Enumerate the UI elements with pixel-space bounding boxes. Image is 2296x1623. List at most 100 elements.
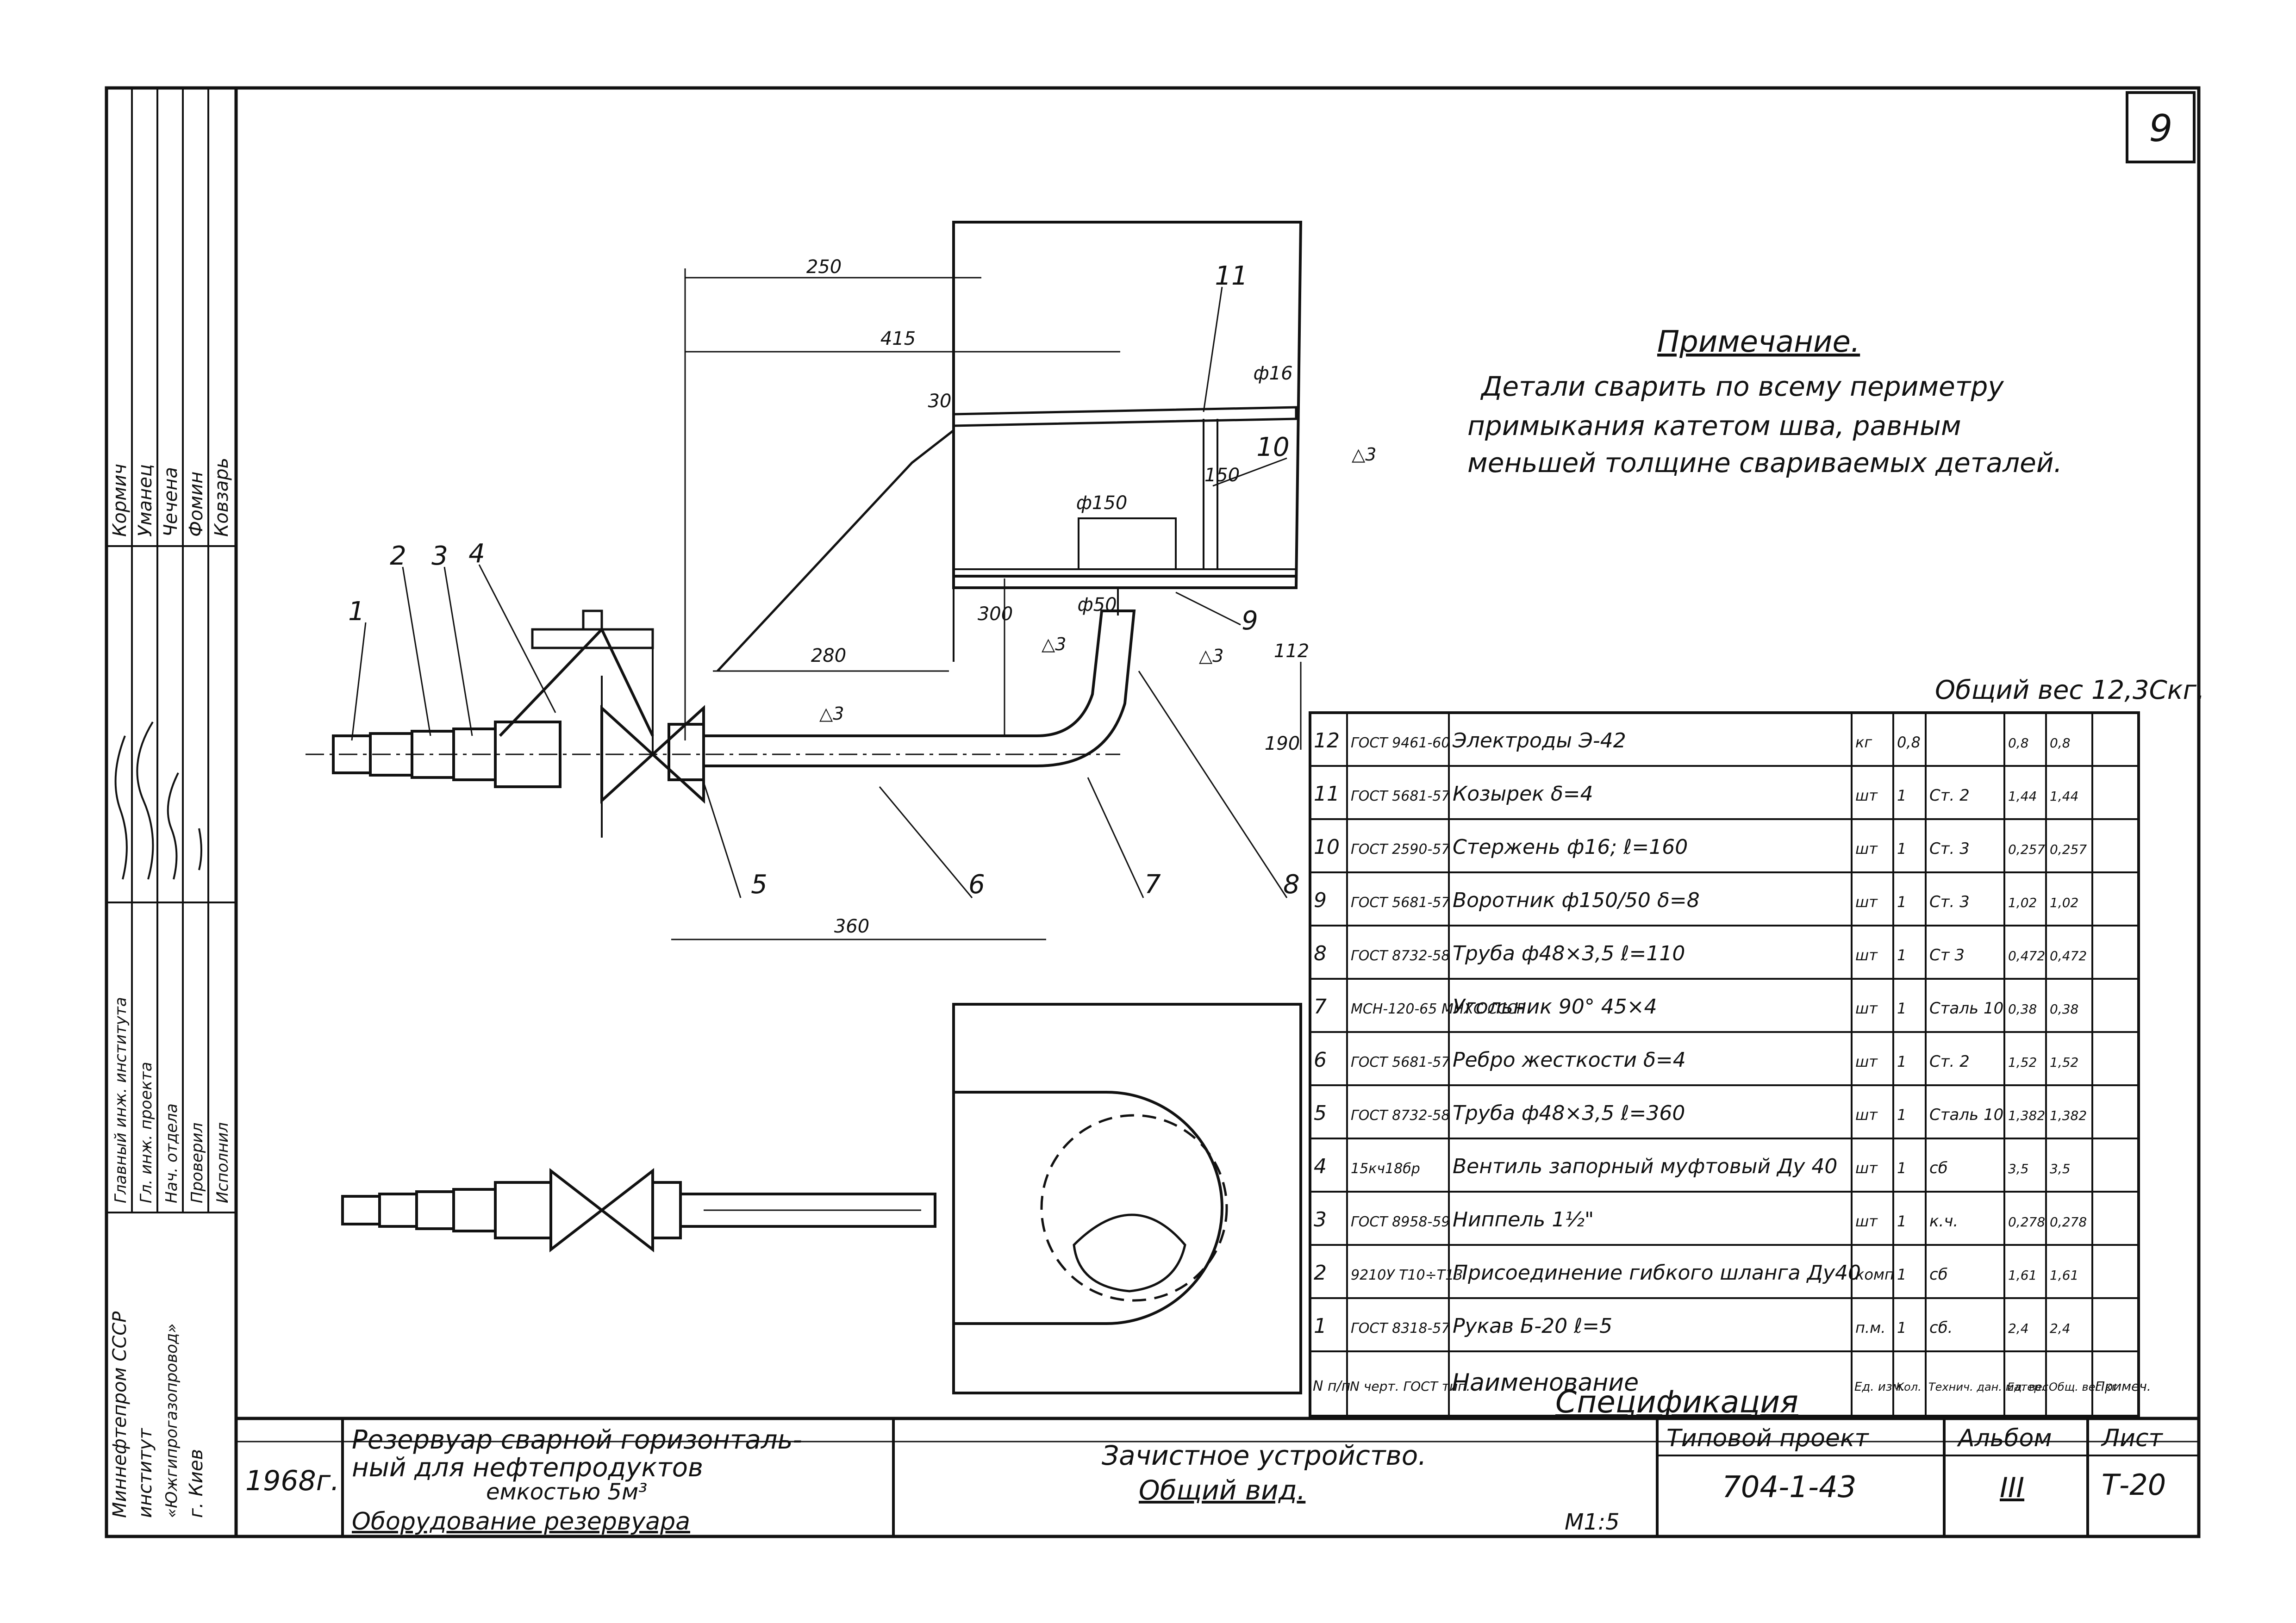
- spec-header-unit: Ед. изм.: [1854, 1380, 1905, 1394]
- spec-cell-name: Электроды Э-42: [1452, 729, 1626, 752]
- spec-cell-qty: 1: [1897, 1266, 1906, 1283]
- spec-cell-n: 10: [1314, 835, 1340, 859]
- handwheel: [531, 609, 654, 649]
- spec-header-material: Технич. дан. матер.: [1928, 1380, 2045, 1393]
- dimension-label: ф16: [1253, 363, 1292, 384]
- spec-cell-n: 9: [1314, 889, 1327, 912]
- spec-cell-material: Сталь 10: [1929, 1106, 2003, 1124]
- title-object: емкостью 5м³: [486, 1479, 647, 1505]
- spec-cell-name: Стержень ф16; ℓ=160: [1453, 835, 1688, 859]
- spec-cell-n: 3: [1314, 1208, 1327, 1231]
- spec-cell-n: 5: [1314, 1101, 1327, 1125]
- callout-number: 10: [1256, 432, 1289, 462]
- main-pipe: [704, 609, 1136, 767]
- note: Примечание. Детали сварить по всему пери…: [1467, 325, 2062, 479]
- spec-cell-unit: шт: [1855, 1106, 1878, 1124]
- stamp-name: Фомин: [186, 472, 207, 537]
- stamp-org-line: г. Киев: [186, 1449, 207, 1518]
- callout-number: 4: [468, 539, 485, 569]
- spec-cell-material: Ст. 2: [1929, 786, 1970, 805]
- spec-cell-qty: 1: [1897, 1159, 1906, 1177]
- note-line: меньшей толщине свариваемых деталей.: [1467, 447, 2062, 479]
- spec-cell-total-weight: 0,8: [2050, 735, 2071, 751]
- spec-header-note: Примеч.: [2095, 1379, 2151, 1394]
- project-label: Типовой проект: [1666, 1424, 1869, 1452]
- project-number: 704-1-43: [1722, 1470, 1857, 1505]
- spec-cell-total-weight: 1,02: [2050, 895, 2078, 910]
- dimension-label: 190: [1265, 733, 1300, 754]
- spec-cell-unit-weight: 1,44: [2008, 789, 2037, 804]
- callout-number: 1: [348, 597, 365, 627]
- spec-cell-total-weight: 1,382: [2050, 1108, 2087, 1123]
- spec-cell-material: Ст. 3: [1929, 893, 1970, 911]
- plan-valve: [549, 1168, 654, 1253]
- front-view: 250 415 280 300 360 190 150 112 30 ф16 ф…: [306, 221, 1376, 940]
- spec-cell-total-weight: 0,38: [2050, 1001, 2078, 1017]
- page-number: 9: [2149, 107, 2173, 150]
- spec-cell-n: 8: [1314, 942, 1327, 965]
- spec-cell-gost: 9210У Т10÷Т13: [1351, 1267, 1463, 1283]
- spec-cell-qty: 1: [1897, 787, 1906, 804]
- callout-number: 3: [431, 541, 448, 571]
- stamp-role: Нач. отдела: [162, 1103, 181, 1203]
- spec-cell-unit-weight: 1,382: [2008, 1108, 2045, 1123]
- spec-cell-n: 1: [1314, 1314, 1327, 1338]
- spec-cell-unit: шт: [1855, 1000, 1878, 1017]
- spec-cell-material: Ст. 3: [1929, 839, 1970, 858]
- spec-cell-qty: 0,8: [1897, 734, 1921, 751]
- spec-cell-gost: ГОСТ 8318-57: [1351, 1320, 1450, 1337]
- spec-cell-unit: шт: [1855, 893, 1878, 911]
- left-stamp: Миннефтепром СССР институт «Южгипрогазоп…: [106, 88, 236, 1518]
- spec-cell-unit-weight: 0,472: [2008, 948, 2045, 964]
- spec-cell-name: Ребро жесткости δ=4: [1453, 1048, 1686, 1072]
- callout-number: 9: [1242, 606, 1258, 636]
- spec-cell-name: Угольник 90° 45×4: [1453, 995, 1657, 1019]
- page-number-box: 9: [2126, 91, 2196, 163]
- note-line: примыкания катетом шва, равным: [1467, 410, 1961, 442]
- signature-icon: [114, 721, 202, 880]
- spec-cell-unit-weight: 0,8: [2008, 735, 2029, 751]
- album-number: III: [2000, 1472, 2024, 1504]
- spec-cell-name: Рукав Б-20 ℓ=5: [1453, 1314, 1612, 1338]
- spec-cell-unit: шт: [1855, 1213, 1878, 1230]
- spec-header-unit-weight: Ед. вес: [2007, 1380, 2048, 1393]
- plan-tank-wall: [952, 1003, 1302, 1394]
- spec-cell-material: сб: [1929, 1159, 1948, 1177]
- spec-cell-qty: 1: [1897, 840, 1906, 858]
- sheet-number: Т-20: [2102, 1468, 2166, 1502]
- title-drawing: Зачистное устройство.: [1102, 1440, 1427, 1471]
- sheet-label: Лист: [2101, 1424, 2163, 1452]
- spec-cell-unit: шт: [1855, 1159, 1878, 1177]
- spec-cell-unit: шт: [1855, 840, 1878, 858]
- spec-cell-qty: 1: [1897, 1000, 1906, 1017]
- spec-cell-unit: шт: [1855, 1053, 1878, 1070]
- spec-cell-material: Сталь 10: [1929, 999, 2003, 1018]
- spec-cell-gost: ГОСТ 5681-57: [1351, 1054, 1450, 1070]
- stamp-org-line: институт: [135, 1428, 156, 1518]
- spec-header-name: Наименование: [1452, 1369, 1639, 1397]
- spec-cell-material: Ст. 2: [1929, 1052, 1970, 1071]
- stamp-role: Гл. инж. проекта: [137, 1062, 156, 1203]
- dimension-label: 360: [834, 916, 869, 937]
- stamp-org-line: Миннефтепром СССР: [109, 1311, 131, 1518]
- spec-cell-gost: ГОСТ 5681-57: [1351, 895, 1450, 911]
- stamp-name: Ковзарь: [211, 458, 232, 537]
- spec-header-n: N п/п: [1313, 1378, 1350, 1394]
- spec-cell-unit-weight: 0,257: [2008, 842, 2045, 857]
- dimension-label: 112: [1274, 640, 1309, 662]
- spec-cell-unit-weight: 1,02: [2008, 895, 2037, 910]
- spec-cell-name: Вентиль запорный муфтовый Ду 40: [1453, 1155, 1837, 1178]
- spec-cell-unit: комп: [1855, 1266, 1894, 1283]
- spec-cell-gost: ГОСТ 2590-57: [1351, 841, 1450, 858]
- spec-cell-name: Труба ф48×3,5 ℓ=360: [1453, 1101, 1685, 1125]
- dimension-label: 415: [880, 328, 916, 349]
- spec-cell-qty: 1: [1897, 1106, 1906, 1124]
- dimension-label: 250: [806, 256, 842, 278]
- spec-cell-n: 12: [1314, 729, 1340, 752]
- dimension-label: 280: [811, 645, 846, 666]
- callout-number: 5: [751, 870, 767, 900]
- spec-cell-qty: 1: [1897, 893, 1906, 911]
- spec-cell-unit-weight: 0,38: [2008, 1001, 2037, 1017]
- title-year: 1968г.: [245, 1465, 339, 1497]
